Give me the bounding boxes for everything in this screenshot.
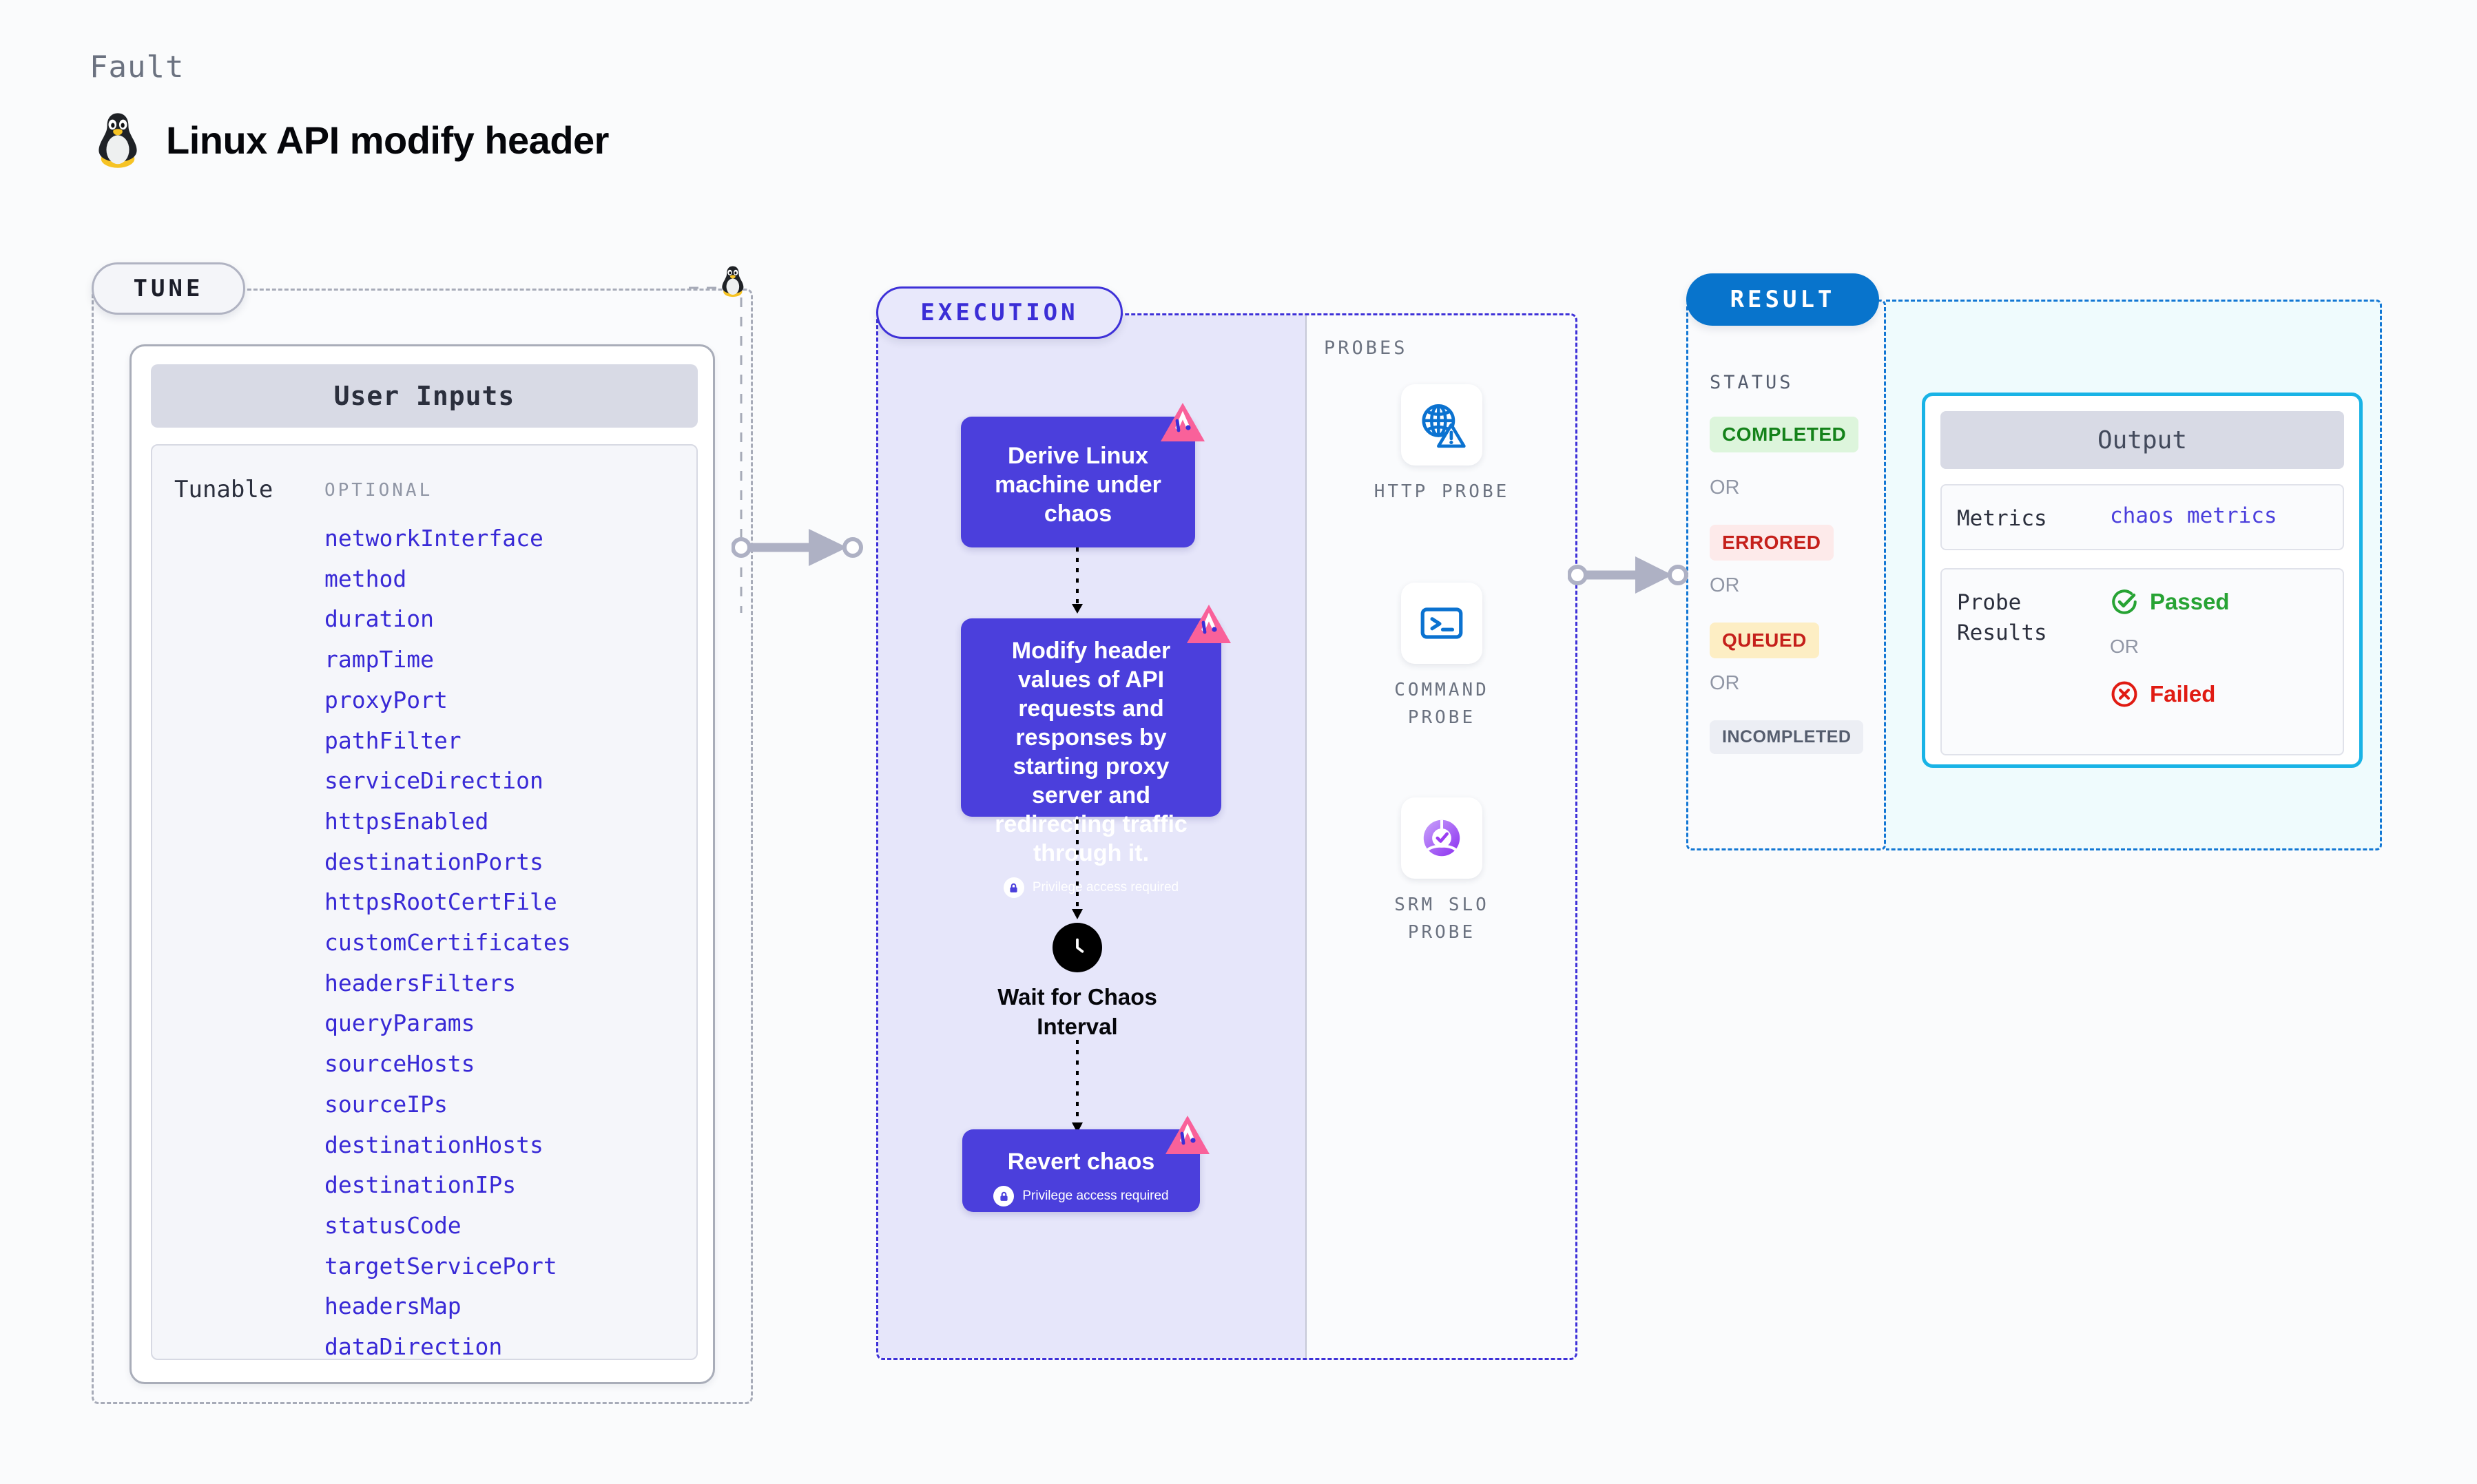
flow-arrow-3 [1072,1040,1083,1133]
status-title: STATUS [1710,372,1794,393]
param-destinationHosts[interactable]: destinationHosts [324,1131,543,1158]
wait-for-chaos-interval-node: Wait for Chaos Interval [967,923,1188,1041]
output-row-probe-results: Probe Results Passed OR Failed [1940,568,2344,755]
wait-for-chaos-interval-label: Wait for Chaos Interval [997,984,1157,1039]
privilege-text: Privilege access required [1032,880,1179,895]
linux-penguin-icon [99,113,137,168]
param-duration[interactable]: duration [324,605,434,633]
optional-label: OPTIONAL [324,480,433,501]
param-headersFilters[interactable]: headersFilters [324,969,517,996]
srm-slo-donut-icon [1423,819,1460,857]
probes-title: PROBES [1324,337,1408,359]
execution-node-revert-chaos[interactable]: Revert chaos Privilege access required [962,1116,1210,1212]
terminal-icon [1420,607,1463,639]
probe-label-http: HTTP PROBE [1374,481,1510,502]
param-destinationPorts[interactable]: destinationPorts [324,848,543,875]
output-row-metrics: Metrics chaos metrics [1940,484,2344,550]
user-inputs-card: User Inputs Tunable OPTIONAL networkInte… [129,344,715,1384]
tunable-label: Tunable [174,476,273,503]
probe-label-srm-slo: SRM SLO PROBE [1394,895,1489,943]
fault-title-row: Linux API modify header [93,110,609,169]
privilege-row: Privilege access required [976,1186,1186,1206]
flow-arrow-2 [1072,819,1083,919]
status-or-1: OR [1710,477,1740,499]
param-headersMap[interactable]: headersMap [324,1293,462,1320]
output-card: Output Metrics chaos metrics Probe Resul… [1922,393,2363,768]
metrics-value[interactable]: chaos metrics [2110,503,2277,528]
probe-result-or: OR [2110,636,2139,658]
chaos-badge-icon [1187,605,1231,643]
probe-result-failed: Failed [2110,680,2215,709]
tune-pill-label: TUNE [133,275,204,302]
probe-label-command: COMMAND PROBE [1394,680,1489,728]
probe-item-http[interactable]: HTTP PROBE [1307,384,1577,505]
execution-node-modify-header-label: Modify header values of API requests and… [995,638,1188,866]
output-header: Output [1940,411,2344,469]
status-badge-completed: COMPLETED [1710,417,1859,452]
param-customCertificates[interactable]: customCertificates [324,929,571,957]
param-queryParams[interactable]: queryParams [324,1010,475,1037]
param-list: networkInterface method duration rampTime pr… [324,519,571,1368]
http-probe-tile [1401,384,1482,466]
param-proxyPort[interactable]: proxyPort [324,686,448,713]
param-targetServicePort[interactable]: targetServicePort [324,1252,557,1279]
lock-icon [993,1186,1015,1206]
probe-item-srm-slo[interactable]: SRM SLO PROBE [1307,797,1577,946]
param-httpsEnabled[interactable]: httpsEnabled [324,807,489,835]
execution-section-pill: EXECUTION [876,286,1123,339]
probe-result-failed-label: Failed [2150,681,2216,707]
execution-node-derive[interactable]: Derive Linux machine under chaos [961,403,1205,547]
param-dataDirection[interactable]: dataDirection [324,1333,503,1361]
param-destinationIPs[interactable]: destinationIPs [324,1171,517,1199]
srm-slo-probe-tile [1401,797,1482,879]
user-inputs-header: User Inputs [151,364,698,428]
x-circle-icon [2111,681,2137,707]
probes-column: PROBES HTTP PROBE [1305,315,1575,1358]
probe-result-passed-label: Passed [2150,589,2230,614]
param-sourceIPs[interactable]: sourceIPs [324,1090,448,1118]
param-method[interactable]: method [324,565,407,592]
privilege-text: Privilege access required [1022,1189,1169,1203]
probe-results-key: Probe Results [1957,590,2047,645]
status-or-2: OR [1710,574,1740,596]
chaos-badge-icon [1165,1116,1210,1154]
param-pathFilter[interactable]: pathFilter [324,727,462,754]
probe-result-or-label: OR [2110,636,2139,657]
check-circle-icon [2112,589,2137,614]
param-statusCode[interactable]: statusCode [324,1211,462,1239]
param-rampTime[interactable]: rampTime [324,646,434,673]
execution-node-revert-chaos-label: Revert chaos [1007,1149,1155,1175]
flow-arrow-1 [1072,547,1083,614]
result-pill-label: RESULT [1730,286,1836,313]
probe-result-passed: Passed [2110,587,2230,616]
fault-kicker: Fault [90,50,185,85]
execution-boundary [876,313,1577,1360]
status-or-3: OR [1710,672,1740,694]
page-title: Linux API modify header [166,118,609,162]
tunable-params-box: Tunable OPTIONAL networkInterface method d… [151,444,698,1360]
globe-warning-icon [1422,404,1466,448]
param-sourceHosts[interactable]: sourceHosts [324,1050,475,1078]
clock-icon [1053,923,1102,972]
tune-to-execution-arrow [732,529,863,566]
command-probe-tile [1401,583,1482,664]
param-networkInterface[interactable]: networkInterface [324,525,543,552]
probe-item-command[interactable]: COMMAND PROBE [1307,583,1577,731]
execution-to-result-arrow [1568,556,1688,594]
param-httpsRootCertFile[interactable]: httpsRootCertFile [324,888,557,916]
status-badge-errored: ERRORED [1710,525,1834,561]
param-serviceDirection[interactable]: serviceDirection [324,767,543,795]
lock-icon [1003,877,1024,898]
chaos-badge-icon [1161,403,1205,441]
privilege-row: Privilege access required [976,877,1206,898]
execution-pill-label: EXECUTION [920,299,1079,326]
metrics-key: Metrics [1957,506,2047,531]
execution-node-derive-label: Derive Linux machine under chaos [995,443,1161,527]
execution-node-modify-header[interactable]: Modify header values of API requests and… [961,605,1231,898]
status-badge-queued: QUEUED [1710,623,1819,658]
status-badge-incompleted: INCOMPLETED [1710,720,1864,754]
result-section-pill: RESULT [1686,273,1879,326]
tune-section-pill: TUNE [92,262,245,315]
tune-tux-connector [689,266,744,613]
